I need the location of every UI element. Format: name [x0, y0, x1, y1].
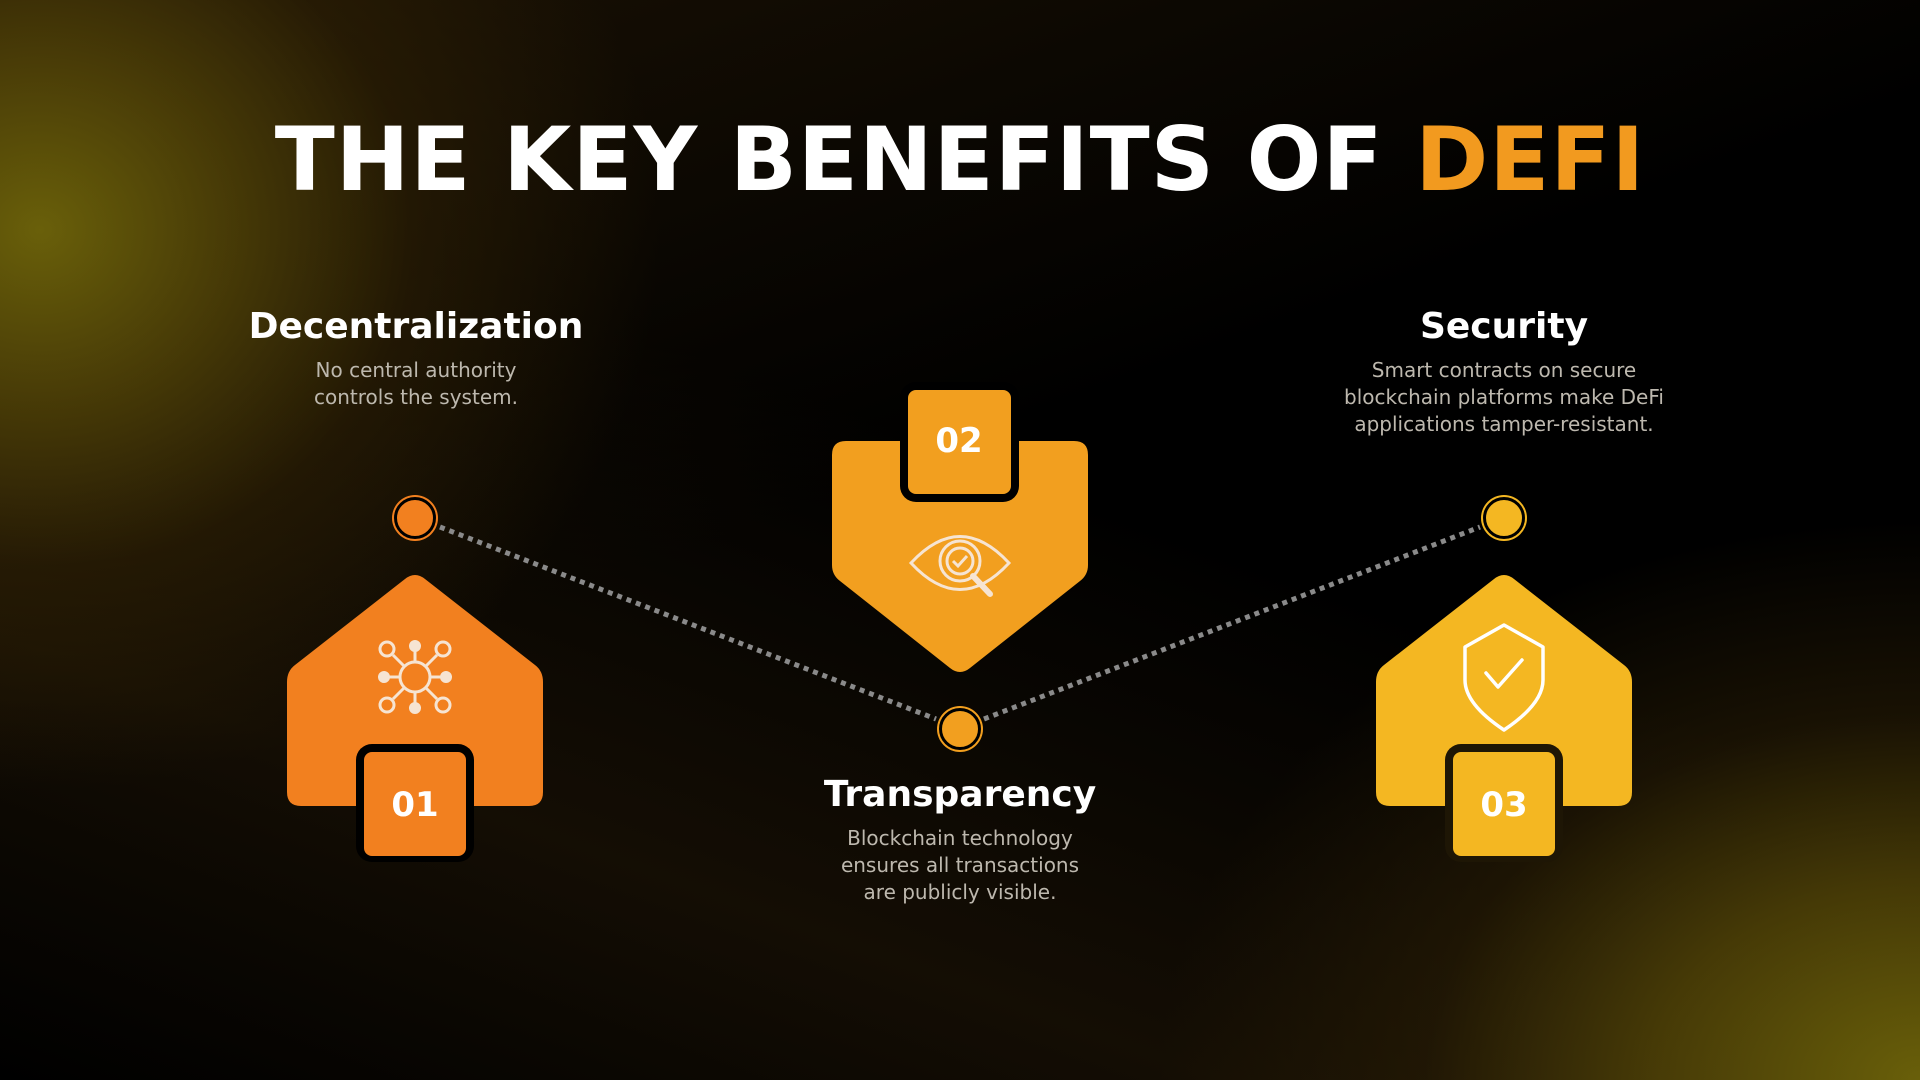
description-line: Blockchain technology [847, 826, 1073, 850]
house-shape-03 [1376, 575, 1632, 862]
step-number-02: 02 [935, 421, 983, 461]
eye-magnifier-check-icon [908, 535, 1012, 597]
node-dot-02 [937, 706, 983, 752]
description-line: are publicly visible. [863, 880, 1057, 904]
connector-line-2-3 [983, 524, 1481, 722]
description-line: Smart contracts on secure [1371, 358, 1637, 382]
connector-line-1-2 [439, 524, 937, 722]
node-dot-03 [1481, 495, 1527, 541]
description-line: blockchain platforms make DeFi [1344, 385, 1664, 409]
title-accent: DEFI [1415, 108, 1646, 211]
step-number-01: 01 [391, 785, 439, 825]
arrow-shape-02 [832, 382, 1088, 672]
benefit-security: Security Smart contracts on secure block… [1284, 306, 1724, 438]
description-line: applications tamper-resistant. [1354, 412, 1654, 436]
benefit-heading: Transparency [823, 774, 1097, 815]
description-line: controls the system. [314, 385, 518, 409]
connector-lines [439, 524, 1481, 722]
page-title: THE KEY BENEFITS OF DEFI [0, 108, 1920, 211]
benefit-description: Blockchain technology ensures all transa… [740, 825, 1180, 906]
node-dot-01 [392, 495, 438, 541]
shield-check-icon [1463, 623, 1545, 732]
step-number-03: 03 [1480, 785, 1528, 825]
description-line: ensures all transactions [840, 853, 1080, 877]
benefit-decentralization: Decentralization No central authority co… [196, 306, 636, 411]
benefit-heading: Decentralization [248, 306, 584, 347]
description-line: No central authority [315, 358, 517, 382]
benefit-description: Smart contracts on secure blockchain pla… [1284, 357, 1724, 438]
network-hub-icon [378, 640, 452, 714]
title-main: THE KEY BENEFITS OF [274, 108, 1416, 211]
benefit-description: No central authority controls the system… [196, 357, 636, 411]
benefit-heading: Security [1419, 306, 1589, 347]
benefit-transparency: Transparency Blockchain technology ensur… [740, 774, 1180, 906]
